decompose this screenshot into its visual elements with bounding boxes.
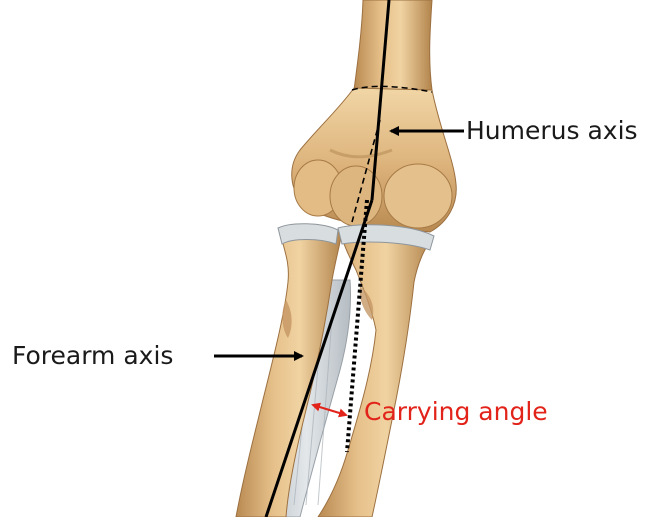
- humerus-axis-label: Humerus axis: [466, 116, 638, 146]
- humerus-shaft: [354, 0, 432, 90]
- medial-epicondyle: [384, 164, 452, 228]
- carrying-angle-label: Carrying angle: [364, 397, 548, 427]
- forearm-axis-label: Forearm axis: [12, 341, 173, 371]
